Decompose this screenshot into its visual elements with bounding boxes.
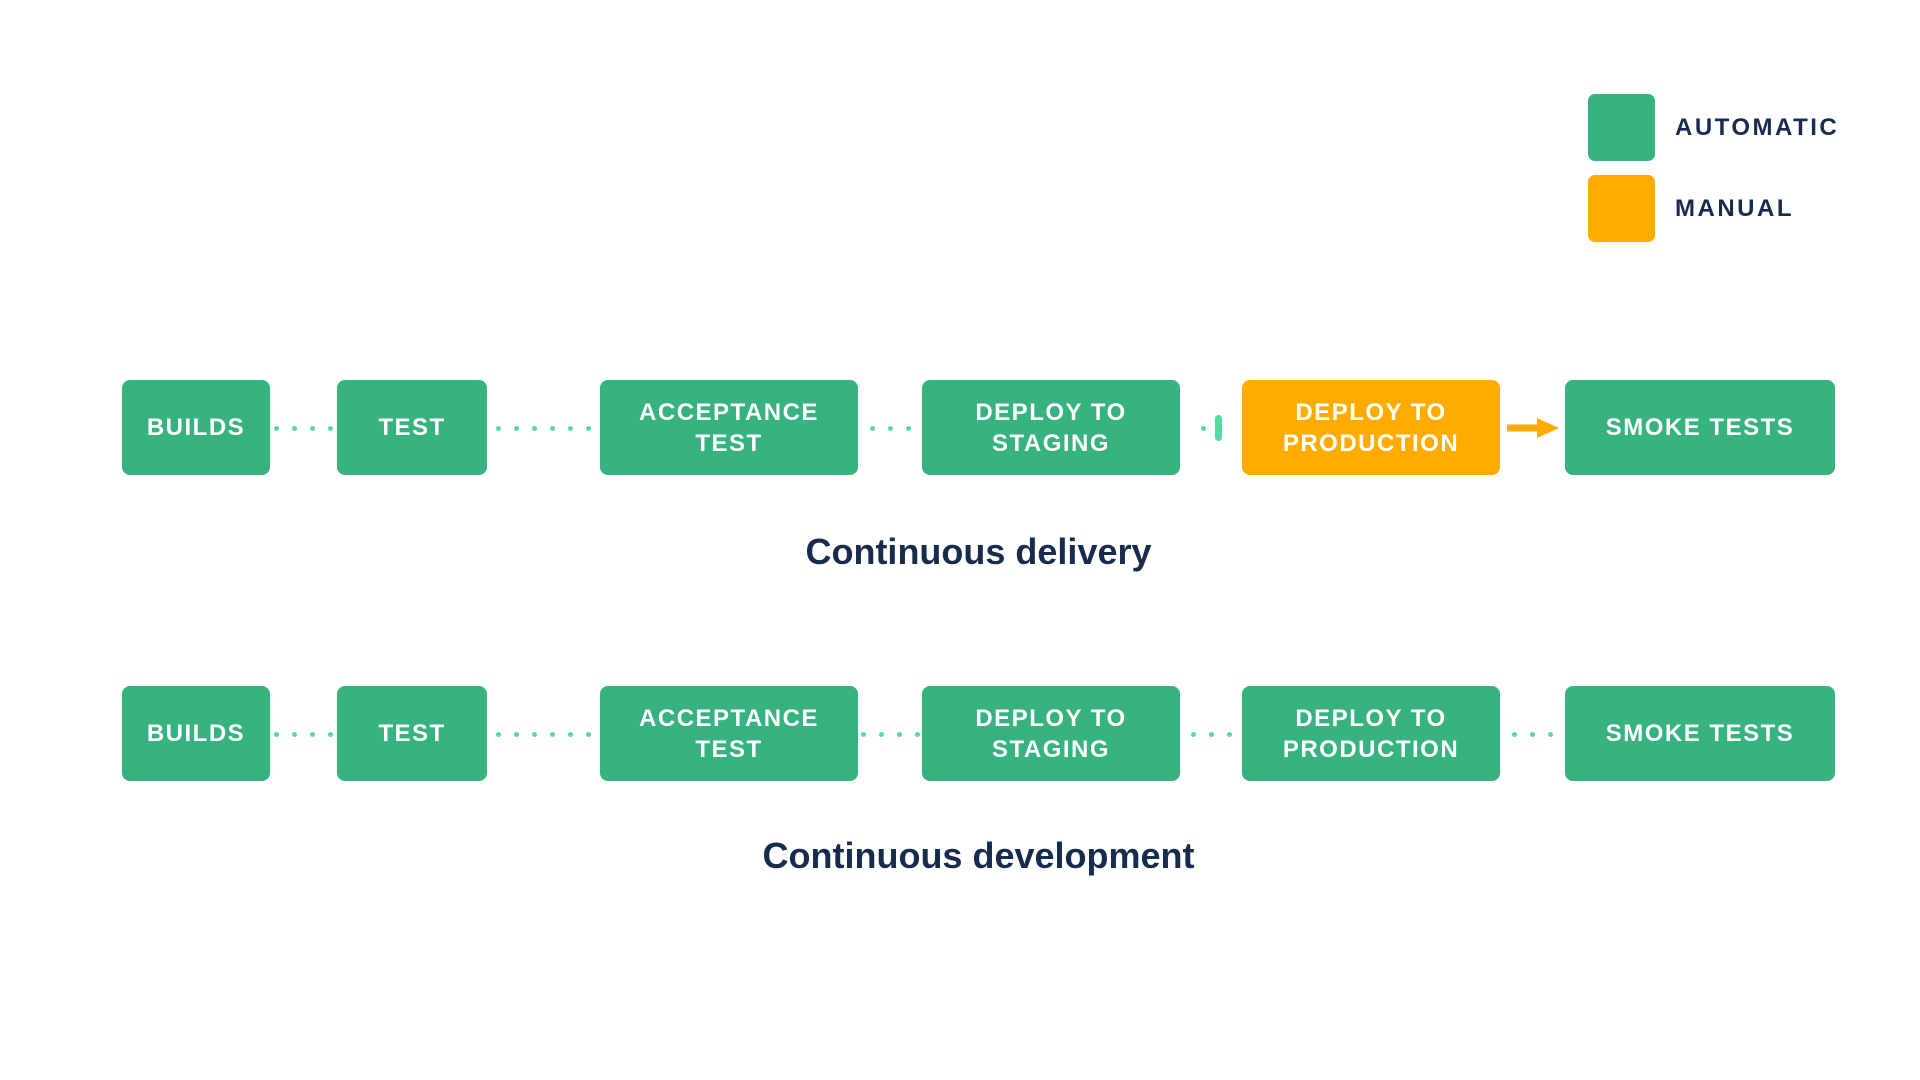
delivery-step-smoke-tests: SMOKE TESTS (1565, 380, 1835, 475)
manual-swatch-icon (1588, 175, 1655, 242)
connector-dot (496, 425, 501, 431)
step-label: SMOKE TESTS (1605, 414, 1795, 441)
connector-dot (1530, 731, 1535, 737)
arrow-right-icon (1506, 418, 1559, 438)
connector-dots (270, 719, 337, 749)
connector-dots (1500, 719, 1565, 749)
connector-dot (896, 731, 902, 737)
connector-dots (487, 719, 600, 749)
connector-dot (310, 425, 315, 431)
connector-dot (292, 425, 297, 431)
step-label: DEPLOY TO STAGING (975, 398, 1127, 457)
connector-dot (869, 425, 875, 431)
development-step-smoke-tests: SMOKE TESTS (1565, 686, 1835, 781)
connector-dot (496, 731, 501, 737)
legend-label-automatic: AUTOMATIC (1675, 113, 1840, 141)
connector-dot (1548, 731, 1553, 737)
step-label: ACCEPTANCE TEST (639, 398, 819, 457)
step-label: DEPLOY TO PRODUCTION (1282, 398, 1460, 457)
legend-item-manual: MANUAL (1588, 175, 1839, 242)
connector-dot (532, 425, 537, 431)
step-label: TEST (378, 414, 446, 441)
connector-dots (1180, 719, 1242, 749)
delivery-step-deploy-production: DEPLOY TO PRODUCTION (1242, 380, 1500, 475)
connector-dot (568, 425, 573, 431)
automatic-swatch-icon (1588, 94, 1655, 161)
step-label: DEPLOY TO STAGING (975, 704, 1127, 763)
pipeline-caption-development: Continuous development (762, 835, 1195, 876)
connector-dot (1226, 731, 1232, 737)
step-label: DEPLOY TO PRODUCTION (1282, 704, 1460, 763)
connector-dot (514, 425, 519, 431)
development-step-deploy-production: DEPLOY TO PRODUCTION (1242, 686, 1500, 781)
legend: AUTOMATIC MANUAL (1588, 94, 1839, 242)
development-step-builds: BUILDS (122, 686, 270, 781)
connector-pause (1180, 413, 1242, 443)
legend-item-automatic: AUTOMATIC (1588, 94, 1839, 161)
delivery-step-acceptance-test: ACCEPTANCE TEST (600, 380, 858, 475)
connector-dot (860, 731, 866, 737)
connector-dot (274, 731, 279, 737)
connector-dot (1200, 425, 1206, 431)
connector-dot (514, 731, 519, 737)
development-step-test: TEST (337, 686, 487, 781)
connector-dots (270, 413, 337, 443)
connector-dot (550, 731, 555, 737)
delivery-step-builds: BUILDS (122, 380, 270, 475)
connector-dot (274, 425, 279, 431)
connector-dot (1208, 731, 1214, 737)
delivery-step-deploy-staging: DEPLOY TO STAGING (922, 380, 1180, 475)
connector-dot (550, 425, 555, 431)
step-label: BUILDS (146, 720, 246, 747)
development-step-acceptance-test: ACCEPTANCE TEST (600, 686, 858, 781)
connector-dot (310, 731, 315, 737)
connector-dot (568, 731, 573, 737)
connector-arrow (1500, 413, 1565, 443)
connector-dot (887, 425, 893, 431)
connector-dots (858, 413, 922, 443)
connector-dot (532, 731, 537, 737)
connector-dot (292, 731, 297, 737)
connector-dot (328, 425, 333, 431)
legend-label-manual: MANUAL (1675, 194, 1794, 222)
connector-dot (914, 731, 920, 737)
connector-dot (878, 731, 884, 737)
pause-bar-icon (1214, 415, 1222, 441)
connector-dot (586, 731, 591, 737)
development-step-deploy-staging: DEPLOY TO STAGING (922, 686, 1180, 781)
connector-dot (1512, 731, 1517, 737)
step-label: BUILDS (146, 414, 246, 441)
connector-dot (328, 731, 333, 737)
step-label: ACCEPTANCE TEST (639, 704, 819, 763)
connector-dot (1190, 731, 1196, 737)
connector-dot (905, 425, 911, 431)
connector-dots (487, 413, 600, 443)
step-label: SMOKE TESTS (1605, 720, 1795, 747)
step-label: TEST (378, 720, 446, 747)
delivery-step-test: TEST (337, 380, 487, 475)
connector-dots (858, 719, 922, 749)
pipeline-caption-delivery: Continuous delivery (805, 531, 1152, 572)
connector-dot (586, 425, 591, 431)
